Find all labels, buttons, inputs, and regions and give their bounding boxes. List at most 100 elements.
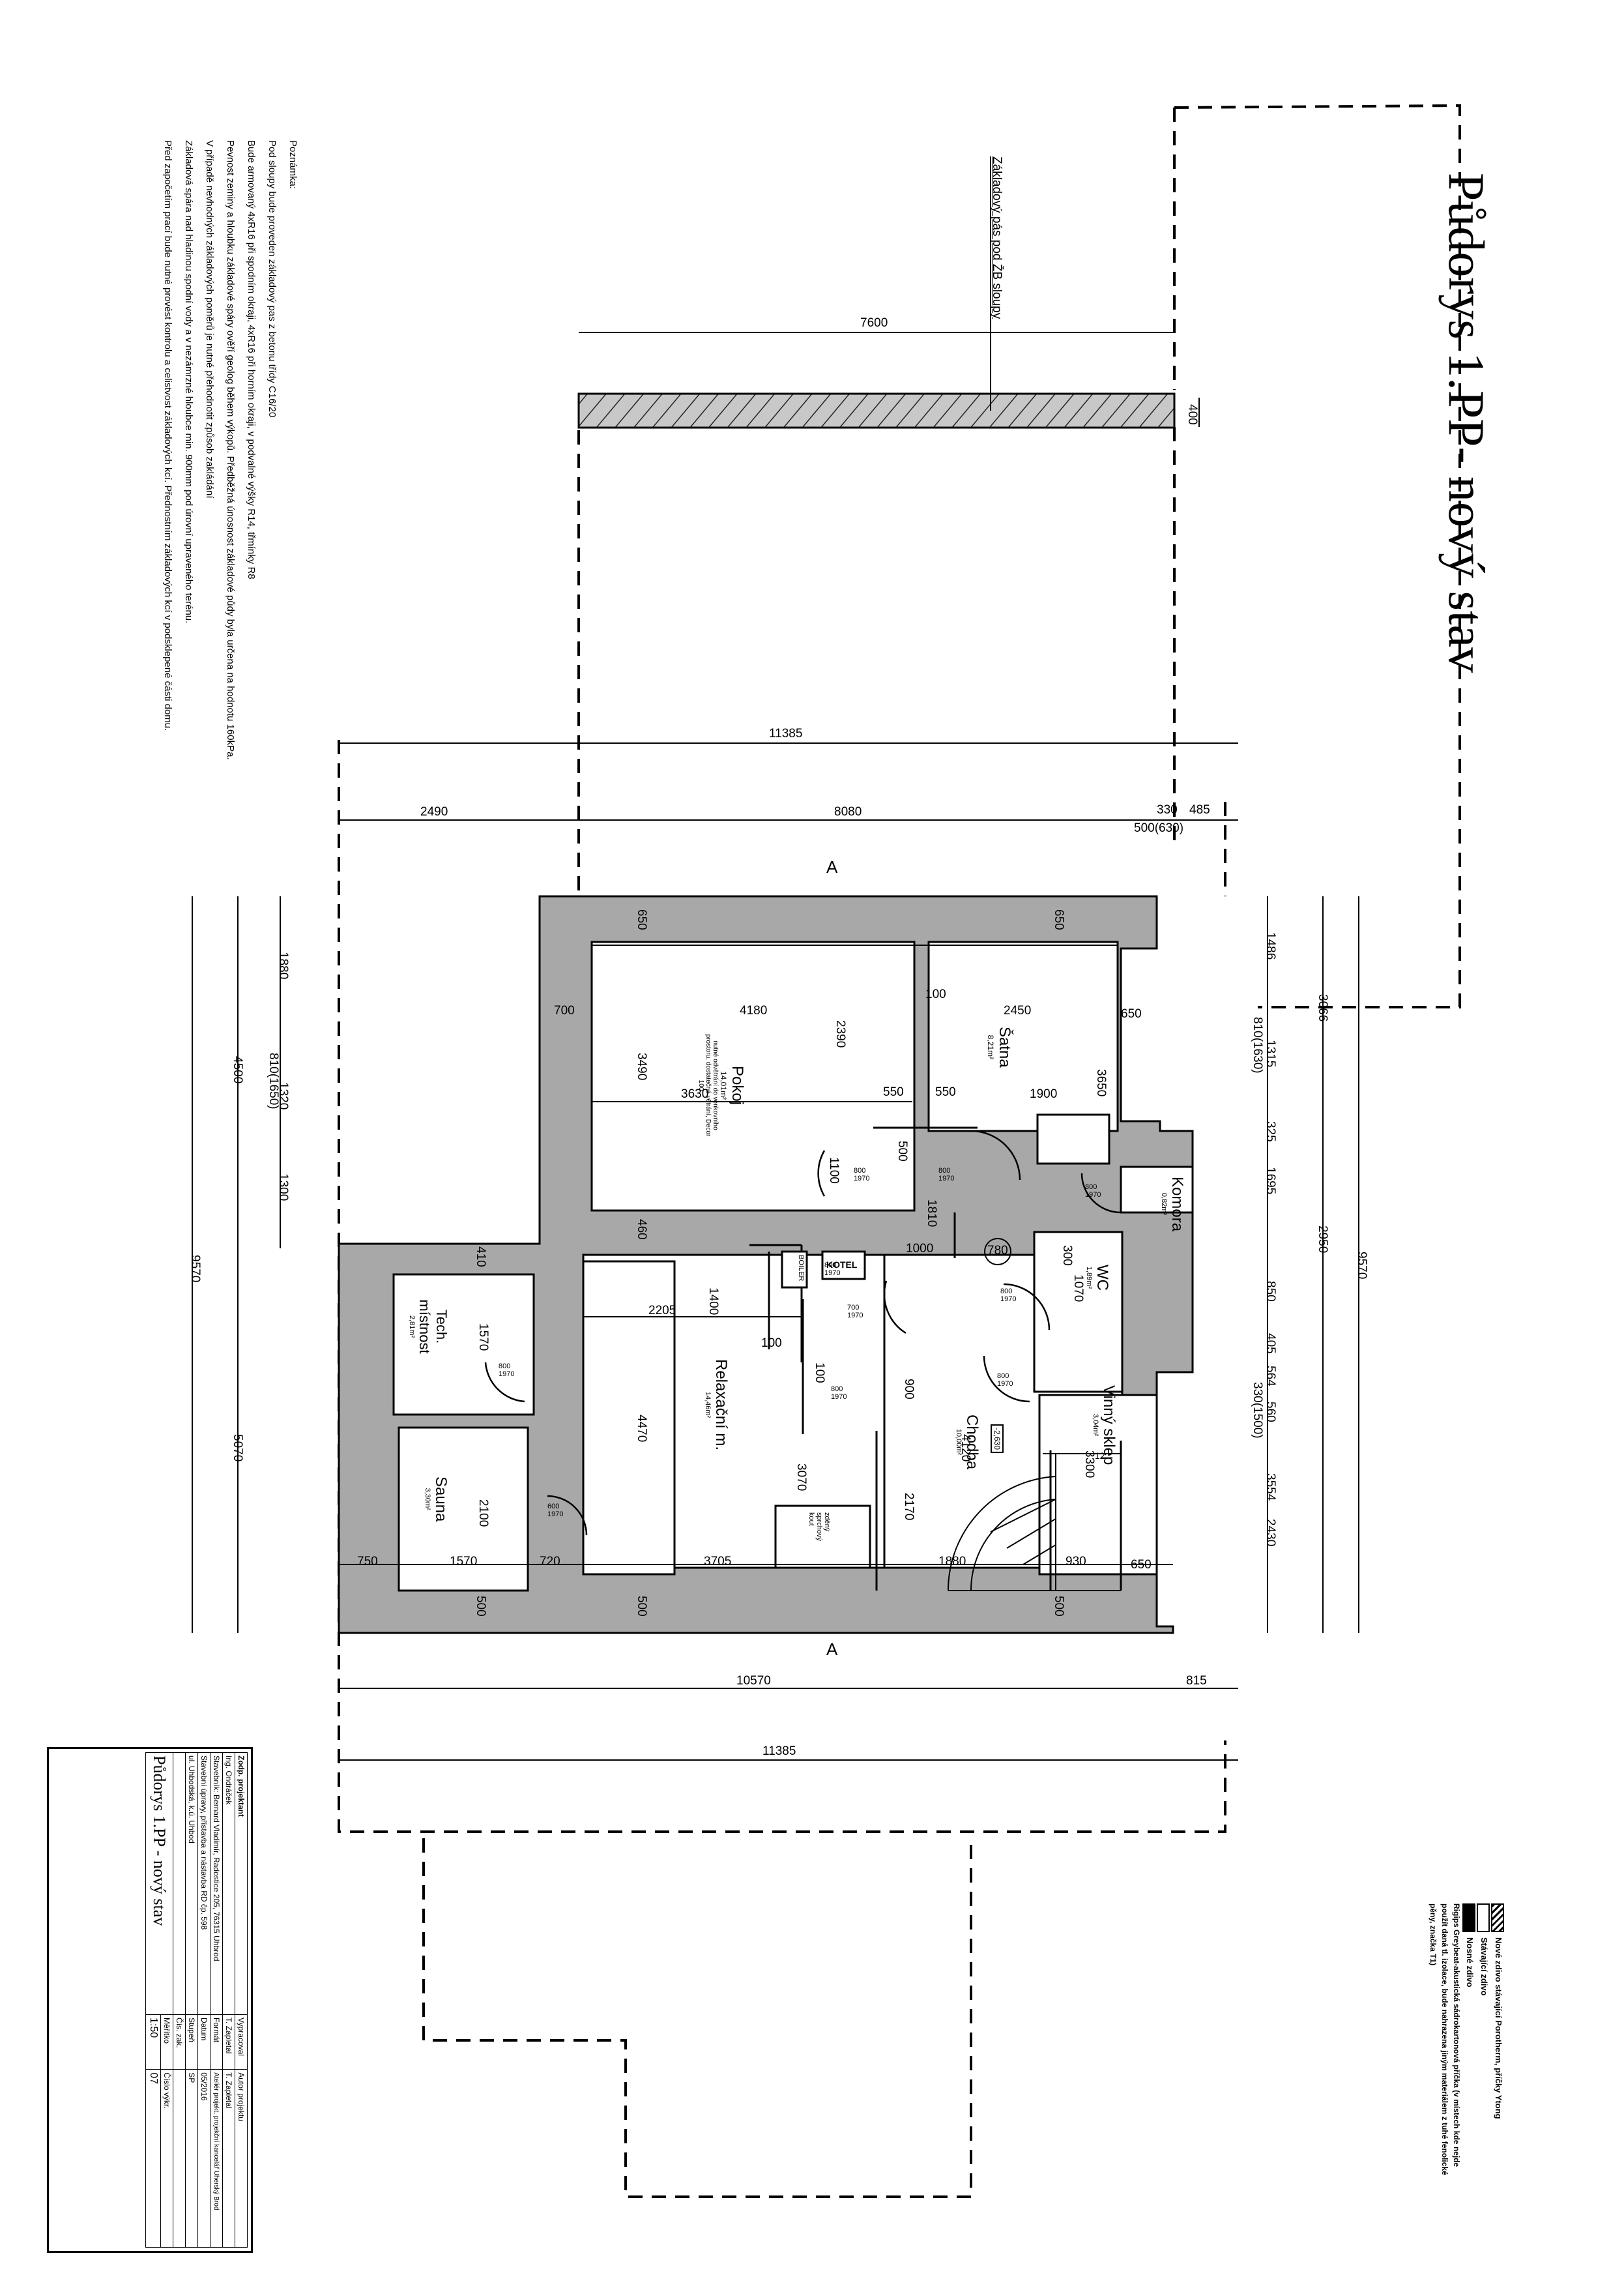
room-name: Šatna: [996, 1027, 1013, 1068]
tb-drawing-title: Půdorys 1.PP - nový stav: [145, 1752, 173, 2015]
level-mark: -2,630: [991, 1424, 1004, 1454]
notes: Poznámka: Pod sloupy bude proveden zákla…: [157, 140, 303, 760]
dim: 2100: [476, 1499, 490, 1527]
room-wc: WC 1,89m²: [1085, 1265, 1111, 1291]
tb-cell: Formát: [210, 2014, 223, 2070]
dim: 2490: [420, 805, 448, 819]
door-swings: [484, 1130, 1122, 1536]
dim: 650: [635, 909, 648, 930]
dim: 1315: [1264, 1040, 1277, 1068]
room-extra: nutné odvětrání do venkovního prostoru, …: [697, 1034, 719, 1137]
legend-item: Stávající zdivo: [1477, 1903, 1491, 2177]
dim: 11385: [769, 727, 803, 741]
door-tag: 800 1970: [1085, 1183, 1101, 1199]
dim: 1300: [276, 1173, 290, 1201]
dim: 9570: [1355, 1252, 1369, 1280]
dim: 10570: [736, 1674, 771, 1688]
tb-cell: T. Zapletal: [222, 2014, 235, 2070]
dim: 650: [1121, 1007, 1142, 1021]
drain-circle: [984, 1238, 1011, 1265]
notes-heading: Poznámka:: [287, 140, 298, 190]
dim: 4470: [635, 1415, 648, 1443]
room-name: Tech. místnost: [416, 1299, 450, 1354]
dim: 8080: [834, 805, 862, 819]
boiler-label: BOILER: [797, 1255, 805, 1282]
dim: 810(1630): [1251, 1017, 1264, 1074]
dim: 500: [895, 1141, 909, 1162]
section-mark-bottom: A: [826, 1639, 838, 1659]
room-area: 8,21m²: [986, 1035, 995, 1060]
dim: 815: [1186, 1674, 1207, 1688]
dim: 2950: [1316, 1226, 1329, 1254]
dim: 1900: [1030, 1087, 1058, 1101]
dim: 7600: [860, 316, 888, 330]
notes-line: Základová spára nad hladinou spodní vody…: [183, 140, 194, 624]
appliances: [774, 1250, 871, 1569]
dim: 500(630): [1134, 821, 1184, 835]
dim: 1070: [1071, 1274, 1085, 1302]
tb-cell: Autor projektu: [235, 2069, 248, 2248]
tb-cell: Ing. Ondráček: [222, 1752, 235, 2015]
legend-item: Nové zdivo stávající Porotherm, příčky Y…: [1491, 1903, 1505, 2177]
dim: 485: [1189, 803, 1210, 817]
dim: 9570: [188, 1255, 202, 1283]
dim: 400: [1185, 404, 1199, 425]
notes-line: V případě nevhodných základových poměrů …: [204, 140, 215, 499]
door-tag: 800 1970: [1000, 1287, 1017, 1303]
dim: 100: [813, 1362, 826, 1383]
dim: 1400: [706, 1287, 720, 1315]
dim: 4120: [959, 1434, 972, 1462]
dim: 3705: [704, 1555, 732, 1568]
dim: 3066: [1316, 994, 1329, 1022]
dim: 3300: [1082, 1450, 1096, 1478]
room-name: Sauna: [432, 1476, 450, 1522]
legend: Nové zdivo stávající Porotherm, příčky Y…: [1427, 1903, 1505, 2177]
section-mark-top: A: [826, 857, 838, 877]
tb-cell: Zodp. projektant: [235, 1752, 248, 2015]
dim: 300: [1060, 1245, 1074, 1266]
dim: 810(1650): [267, 1053, 280, 1109]
dim: 3554: [1264, 1473, 1277, 1501]
notes-line: Pevnost zeminy a hloubku základové spáry…: [225, 140, 236, 760]
dim: 4500: [231, 1056, 244, 1084]
room-tech: Tech. místnost 2,81m²: [408, 1284, 450, 1369]
dim: 900: [902, 1379, 916, 1400]
room-area: 14,46m²: [704, 1391, 712, 1418]
room-relaxacni: Relaxační m. 14,46m²: [704, 1359, 730, 1450]
door-tag: 800 1970: [831, 1385, 847, 1401]
tb-cell: [173, 1752, 186, 2015]
dim: 330(1500): [1251, 1382, 1264, 1439]
tb-cell: Čís. zak.: [173, 2014, 186, 2070]
legend-swatch: [1477, 1903, 1490, 1932]
rooms: [392, 941, 1194, 1592]
room-area: 0,82m²: [1160, 1192, 1168, 1216]
dim: 1100: [827, 1157, 841, 1184]
dim: 1880: [276, 952, 290, 980]
room-pokoj: Pokoj 14,01m² nutné odvětrání do venkovn…: [697, 1030, 746, 1141]
shower-label: zděný sprchový kout: [807, 1512, 831, 1542]
stairs: [947, 1453, 1121, 1591]
dim: 3650: [1094, 1069, 1108, 1097]
door-tag: 800 1970: [997, 1372, 1013, 1388]
room-area: 1,89m²: [1085, 1266, 1093, 1289]
room-area: 2,81m²: [408, 1315, 416, 1338]
tb-cell: Stavebník: Bernard Vladimír, Radostice 2…: [210, 1752, 223, 2015]
tb-cell: [173, 2069, 186, 2248]
notes-line: Pod sloupy bude proveden základový pas z…: [267, 140, 278, 418]
room-satna: Šatna 8,21m²: [986, 1027, 1013, 1068]
tb-cell: SP: [185, 2069, 198, 2248]
dim: 650: [1052, 909, 1066, 930]
door-tag: 600 1970: [547, 1503, 564, 1518]
room-name: Relaxační m.: [712, 1359, 730, 1451]
dim: 100: [761, 1336, 782, 1350]
dim: 1486: [1264, 932, 1277, 960]
dim: 2430: [1264, 1519, 1277, 1547]
tb-cell: 05/2016: [197, 2069, 210, 2248]
door-tag: 700 1970: [847, 1304, 863, 1319]
room-name: Pokoj: [729, 1065, 746, 1106]
tb-cell: Číslo výkr.: [160, 2069, 173, 2248]
dim: 5070: [231, 1434, 244, 1462]
